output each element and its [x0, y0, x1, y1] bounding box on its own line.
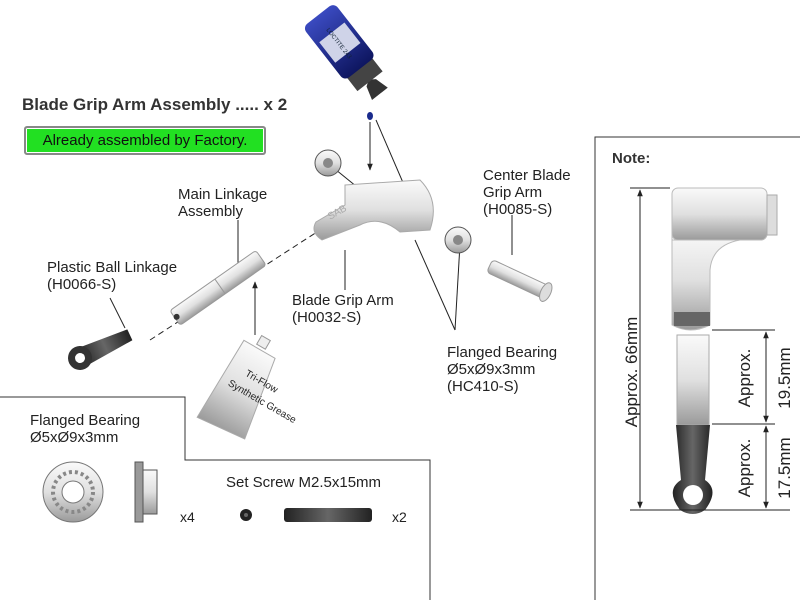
blade-grip-arm: SAB [313, 179, 434, 241]
note-assembly-drawing [671, 187, 778, 514]
dim-lower-approx: Approx. [735, 439, 754, 498]
flanged-bearing-left [314, 149, 342, 177]
factory-assembled-badge: Already assembled by Factory. [24, 126, 266, 155]
set-screw-end [240, 509, 252, 521]
bearing-side-view [134, 461, 158, 523]
bearing-front-view [42, 461, 104, 523]
label-blade-grip-arm: Blade Grip Arm (H0032-S) [292, 292, 394, 326]
label-flanged-bearing: Flanged Bearing Ø5xØ9x3mm (HC410-S) [447, 344, 558, 395]
note-box-border [594, 136, 800, 600]
main-linkage [170, 251, 266, 325]
set-screw-side [284, 508, 372, 522]
dim-upper-value: 19.5mm [775, 347, 794, 408]
label-center-blade-grip-arm: Center Blade Grip Arm (H0085-S) [483, 167, 571, 218]
parts-screw-title: Set Screw M2.5x15mm [226, 474, 382, 491]
dim-upper-approx: Approx. [735, 349, 754, 408]
center-blade-grip-arm [487, 260, 553, 302]
parts-screw-qty: x2 [392, 509, 407, 525]
label-main-linkage: Main Linkage Assembly [178, 186, 268, 220]
label-plastic-ball-linkage: Plastic Ball Linkage (H0066-S) [47, 259, 178, 293]
loctite-bottle: LOCTITE 243 [304, 5, 388, 100]
note-heading: Note: [612, 150, 651, 167]
parts-bearing-title: Flanged Bearing Ø5xØ9x3mm [30, 412, 141, 446]
dim-lower-value: 17.5mm [775, 437, 794, 498]
parts-bearing-qty: x4 [180, 509, 195, 525]
dim-total: Approx. 66mm [622, 317, 641, 428]
page-title: Blade Grip Arm Assembly ..... x 2 [22, 95, 288, 114]
grease-tube: Tri-Flow Synthetic Grease [196, 334, 298, 440]
plastic-ball-linkage [68, 329, 133, 370]
dimension-lines [630, 187, 790, 511]
loctite-drop [367, 112, 373, 120]
flanged-bearing-right [444, 226, 472, 254]
parts-box-border [0, 396, 431, 600]
